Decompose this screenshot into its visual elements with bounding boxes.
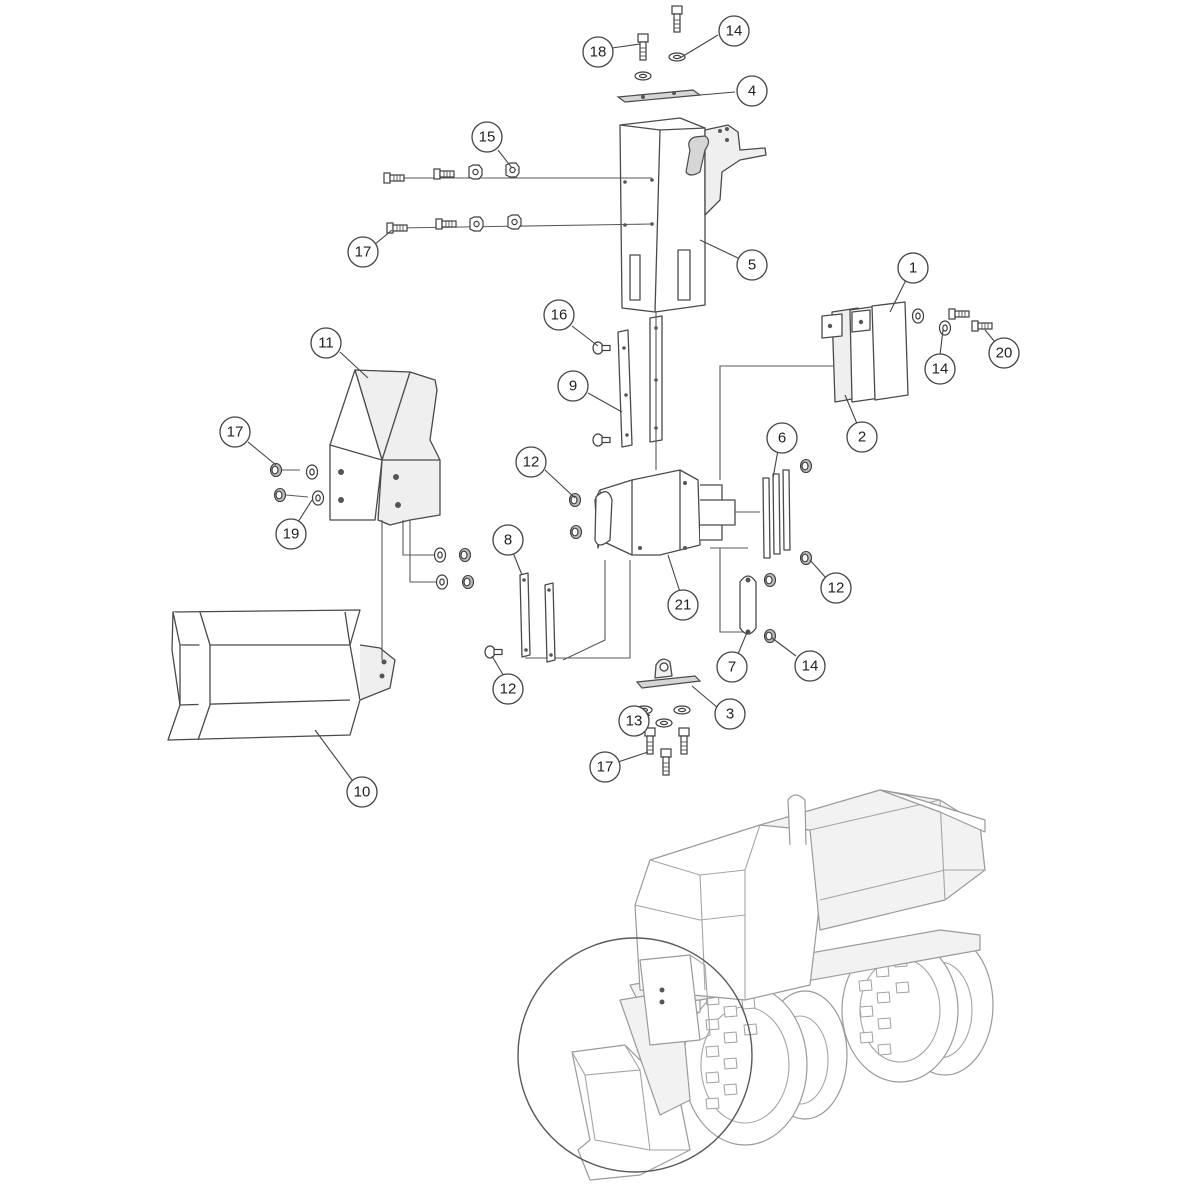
- callout-18: 18: [582, 36, 614, 68]
- svg-text:7: 7: [728, 659, 736, 676]
- callout-15: 15: [471, 121, 503, 153]
- svg-text:6: 6: [778, 430, 786, 447]
- svg-text:3: 3: [726, 706, 734, 723]
- svg-text:14: 14: [802, 658, 819, 675]
- svg-text:1: 1: [909, 260, 917, 277]
- callout-19: 19: [275, 518, 307, 550]
- callout-12-side-plates: 12: [492, 673, 524, 705]
- callout-8: 8: [492, 524, 524, 556]
- callout-16: 16: [543, 299, 575, 331]
- callout-1: 1: [897, 252, 929, 284]
- detail-circle: [517, 937, 753, 1173]
- part-4-top-plate: [616, 89, 702, 103]
- svg-text:9: 9: [569, 378, 577, 395]
- svg-text:17: 17: [355, 244, 372, 261]
- part-8-side-plates: [484, 572, 556, 663]
- svg-text:8: 8: [504, 532, 512, 549]
- callout-12-carriage: 12: [515, 446, 547, 478]
- svg-text:19: 19: [283, 526, 300, 543]
- part-5-mast: [619, 117, 767, 313]
- callout-5: 5: [736, 249, 768, 281]
- svg-text:12: 12: [523, 454, 540, 471]
- svg-text:10: 10: [354, 784, 371, 801]
- part-21-carriage: [594, 469, 736, 556]
- callout-13: 13: [618, 705, 650, 737]
- svg-text:2: 2: [858, 429, 866, 446]
- callout-12-strips: 12: [820, 572, 852, 604]
- svg-text:17: 17: [597, 759, 614, 776]
- rear-wheels: [841, 934, 994, 1083]
- callout-9: 9: [557, 370, 589, 402]
- callout-7: 7: [716, 651, 748, 683]
- svg-text:5: 5: [748, 257, 756, 274]
- svg-text:11: 11: [318, 335, 334, 352]
- callout-14-blocks: 14: [924, 353, 956, 385]
- callout-21: 21: [667, 589, 699, 621]
- part-6-wear-strips: [762, 458, 813, 566]
- mounted-blade: [571, 954, 711, 1181]
- callout-10: 10: [346, 776, 378, 808]
- svg-text:17: 17: [227, 424, 244, 441]
- part-1-2-blocks: [821, 301, 993, 403]
- svg-text:14: 14: [932, 361, 949, 378]
- part-11-mast-guard: [329, 369, 441, 526]
- part-3-base-bracket: [635, 658, 702, 776]
- svg-text:13: 13: [626, 713, 643, 730]
- svg-text:12: 12: [828, 580, 845, 597]
- svg-text:4: 4: [748, 83, 756, 100]
- top-bolts: [634, 5, 686, 81]
- svg-text:21: 21: [675, 597, 692, 614]
- svg-text:16: 16: [551, 307, 568, 324]
- callout-11: 11: [310, 327, 342, 359]
- svg-text:15: 15: [479, 129, 496, 146]
- leader-lines: [247, 34, 996, 781]
- mast-bolt-rows: [383, 162, 653, 234]
- callout-14-top: 14: [718, 15, 750, 47]
- svg-text:18: 18: [590, 44, 607, 61]
- callout-4: 4: [736, 75, 768, 107]
- guard-hardware: [269, 462, 475, 590]
- callout-3: 3: [714, 698, 746, 730]
- callout-17-guard: 17: [219, 416, 251, 448]
- callout-2: 2: [846, 421, 878, 453]
- svg-text:12: 12: [500, 681, 517, 698]
- svg-text:20: 20: [996, 345, 1013, 362]
- callout-14-link: 14: [794, 650, 826, 682]
- svg-text:14: 14: [726, 23, 743, 40]
- callout-17-mast: 17: [347, 236, 379, 268]
- callout-17-base: 17: [589, 751, 621, 783]
- part-10-dozer-blade: [167, 609, 396, 741]
- part-9-slide-plates: [592, 315, 663, 448]
- machine-illustration: [517, 789, 994, 1181]
- callout-6: 6: [766, 422, 798, 454]
- part-7-link: [739, 572, 777, 644]
- callout-20: 20: [988, 337, 1020, 369]
